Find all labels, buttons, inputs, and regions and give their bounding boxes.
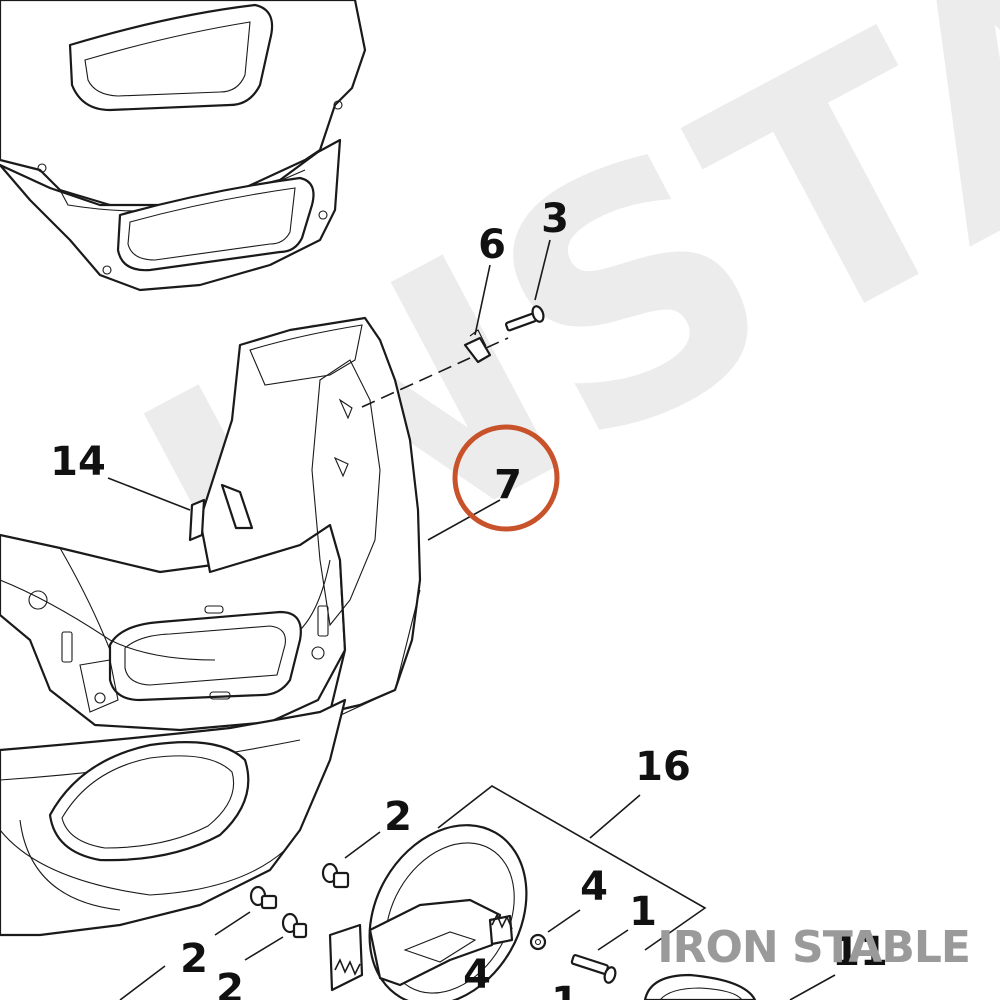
callout-1-lower: 1: [551, 979, 579, 1000]
upper-fairing: [0, 0, 367, 292]
brand-logo-text: IRON STABLE: [657, 922, 971, 973]
callout-6: 6: [478, 222, 506, 268]
vent-insert: [188, 483, 254, 542]
callout-2-middle: 2: [180, 936, 208, 982]
screw-1: [570, 954, 617, 984]
callout-16: 16: [635, 744, 691, 790]
leader-lines: [107, 239, 836, 1000]
callout-2-lower: 2: [216, 966, 244, 1000]
screw-2-upper: [321, 862, 350, 889]
assembly-line-screw: [485, 337, 509, 349]
screw-2-lower: [281, 912, 308, 939]
callout-3: 3: [541, 196, 569, 242]
inner-fairing: [0, 698, 347, 937]
callout-2-upper: 2: [384, 794, 412, 840]
spring-left: [334, 958, 361, 976]
callout-1-upper: 1: [629, 889, 657, 935]
screw-3: [504, 305, 545, 332]
callout-14: 14: [50, 439, 106, 485]
spring-right: [491, 913, 513, 930]
washer-4: [529, 933, 547, 951]
callout-7: 7: [494, 462, 522, 508]
callout-4-upper: 4: [580, 864, 608, 910]
highlight-circle: [452, 424, 560, 532]
clip-nut-6: [463, 329, 492, 364]
callout-11: 11: [832, 929, 888, 975]
callout-4-lower: 4: [463, 952, 491, 998]
outer-fairing: [0, 316, 422, 732]
headlamp-bracket: [328, 824, 528, 1000]
headlamp-housing: [643, 973, 757, 1000]
screw-2-middle: [249, 885, 278, 910]
